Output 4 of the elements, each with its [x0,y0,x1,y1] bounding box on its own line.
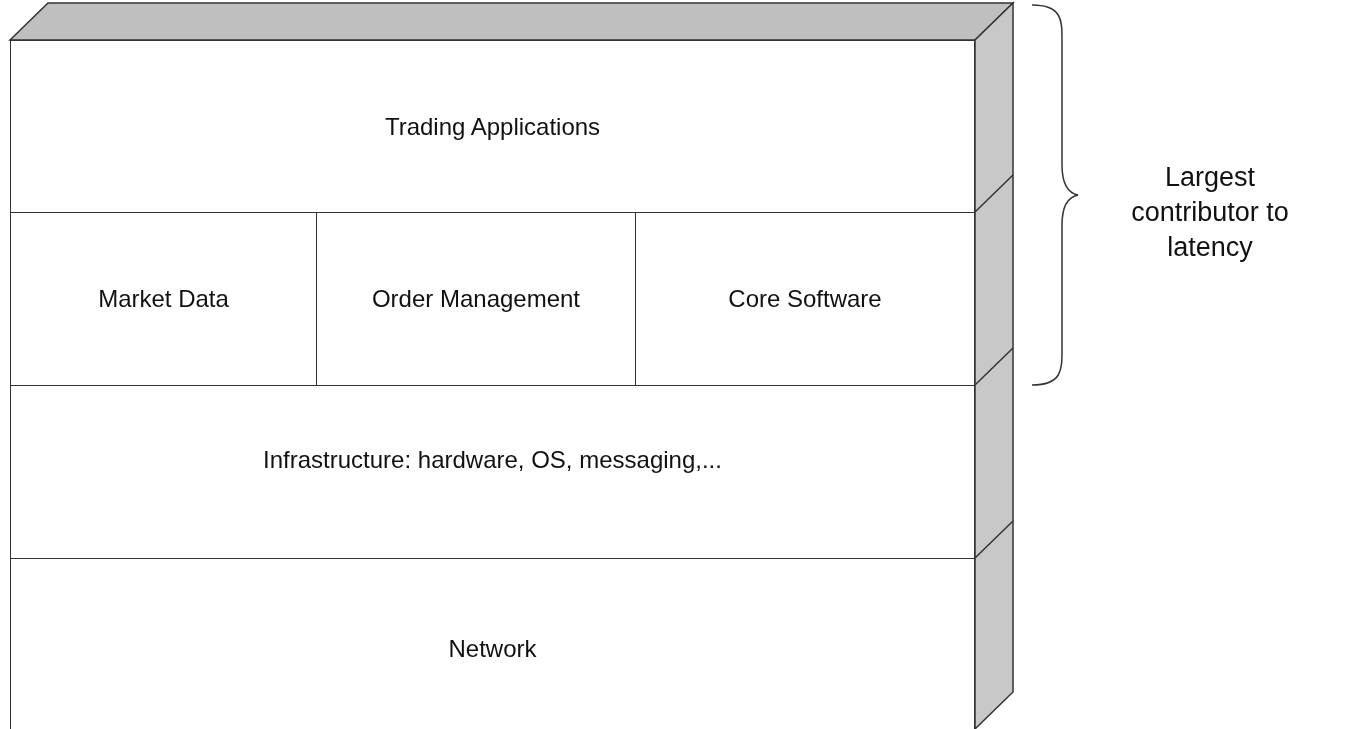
annotation-text: Largest contributor to latency [1130,161,1290,265]
layer-box: Infrastructure: hardware, OS, messaging,... [10,385,975,559]
layer-box: Trading Applications [10,40,975,213]
layer-box: Network [10,558,975,729]
